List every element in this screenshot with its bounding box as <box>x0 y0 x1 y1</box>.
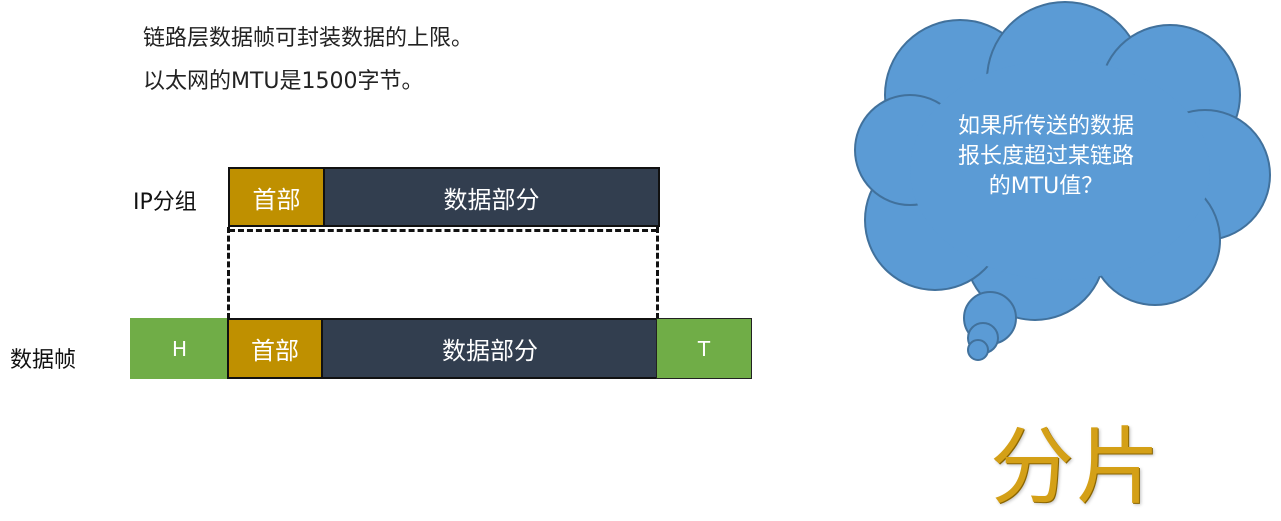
cloud-question: 如果所传送的数据 报长度超过某链路 的MTU值？ <box>896 112 1196 202</box>
dashed-top-connector <box>229 229 657 232</box>
dashed-left-connector <box>227 227 230 319</box>
frame-t-segment: T <box>656 318 752 379</box>
answer-fragmentation: 分片 <box>990 418 1163 516</box>
dashed-right-connector <box>656 227 659 319</box>
frame-label: 数据帧 <box>10 348 77 373</box>
cloud-line-2: 报长度超过某链路 <box>957 144 1134 169</box>
frame-data-segment: 数据部分 <box>321 318 659 379</box>
ip-data-segment: 数据部分 <box>323 167 660 227</box>
frame-h-segment: H <box>130 318 229 379</box>
ip-header-segment: 首部 <box>228 167 325 227</box>
cloud-line-3: 的MTU值？ <box>988 174 1104 199</box>
cloud-line-1: 如果所传送的数据 <box>957 114 1134 139</box>
ip-packet-label: IP分组 <box>133 190 197 215</box>
intro-line-2: 以太网的MTU是1500字节。 <box>143 69 424 94</box>
frame-header-segment: 首部 <box>227 318 323 379</box>
intro-line-1: 链路层数据帧可封装数据的上限。 <box>143 26 474 51</box>
thought-cloud-shape <box>854 1 1271 361</box>
